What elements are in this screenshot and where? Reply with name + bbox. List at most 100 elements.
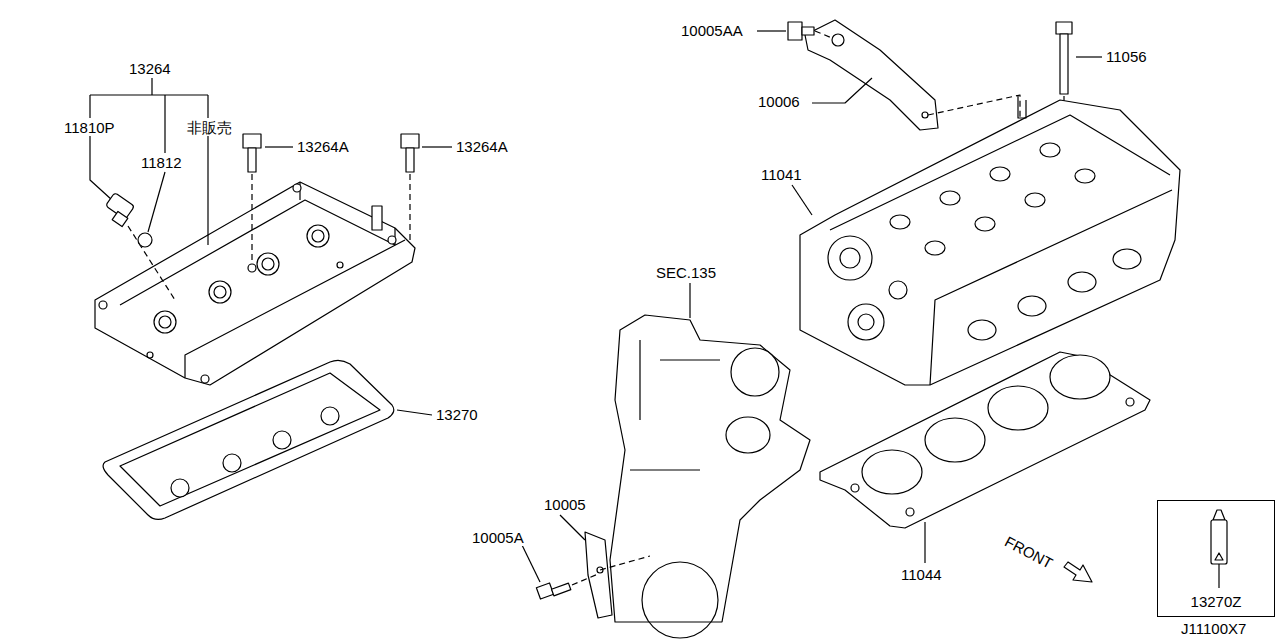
cover-bolt-part bbox=[248, 148, 256, 172]
callout-number: 13270 bbox=[435, 407, 479, 423]
callout-number: 11810P bbox=[63, 120, 116, 136]
bracket-bolt-part bbox=[522, 545, 540, 582]
head-gasket-part bbox=[924, 522, 925, 563]
gasket-sealant-icon-part bbox=[1218, 564, 1219, 588]
head-gasket bbox=[820, 352, 1150, 563]
rear-bracket-part bbox=[600, 556, 650, 570]
cylinder-head-part bbox=[830, 115, 1170, 230]
bracket-bolt-part bbox=[788, 22, 802, 40]
rear-bracket-part bbox=[560, 515, 585, 540]
valve-cover-part bbox=[337, 262, 343, 268]
valve-cover-part bbox=[388, 236, 396, 244]
valve-cover-part bbox=[262, 258, 274, 270]
head-gasket-part bbox=[988, 386, 1048, 430]
cover-gasket-part bbox=[120, 373, 380, 506]
head-bracket-part bbox=[922, 112, 928, 118]
cylinder-head-part bbox=[828, 236, 872, 280]
front-cover-part bbox=[689, 283, 690, 318]
callout-number: 13264 bbox=[128, 61, 172, 77]
head-bracket-part bbox=[832, 34, 844, 46]
cylinder-head-part bbox=[930, 190, 1172, 385]
valve-cover-part bbox=[372, 206, 382, 230]
cover-bolt-part bbox=[409, 174, 410, 240]
cover-bolt-part bbox=[406, 148, 414, 172]
head-gasket-part bbox=[862, 450, 922, 494]
valve-cover-part bbox=[209, 281, 231, 303]
head-gasket-part bbox=[851, 484, 859, 492]
cover-gasket-part bbox=[273, 431, 291, 449]
cover-bolt-part bbox=[243, 134, 261, 148]
bracket-bolt-part bbox=[552, 583, 571, 596]
cover-bolt-part bbox=[401, 134, 419, 148]
gasket-sealant-icon-part bbox=[1215, 553, 1223, 560]
valve-cover-part bbox=[185, 240, 405, 378]
gasket-sealant-icon-part bbox=[1213, 510, 1225, 520]
cover-gasket-part bbox=[103, 360, 394, 519]
cylinder-head-part bbox=[1018, 95, 1026, 118]
valve-cover-part bbox=[99, 301, 107, 309]
pcv-valve bbox=[90, 120, 175, 300]
bracket-bolt bbox=[757, 22, 832, 40]
valve-cover-part bbox=[257, 253, 279, 275]
valve-cover-part bbox=[248, 264, 256, 272]
gasket-sealant-icon-part bbox=[1211, 520, 1227, 564]
callout-number: 10006 bbox=[757, 94, 801, 110]
valve-cover-part bbox=[120, 200, 395, 305]
seal-ring-part bbox=[207, 136, 208, 245]
valve-cover-part bbox=[147, 352, 153, 358]
front-cover-part bbox=[630, 340, 720, 470]
bracket-bolt-part bbox=[815, 31, 832, 38]
callout-number: 11041 bbox=[760, 167, 803, 183]
cylinder-head-part bbox=[1018, 296, 1046, 316]
note-text: 非販売 bbox=[186, 120, 233, 136]
callout-number: 10005AA bbox=[680, 23, 744, 39]
valve-cover-part bbox=[159, 316, 171, 328]
cylinder-head-part bbox=[990, 167, 1010, 181]
valve-cover-part bbox=[312, 230, 324, 242]
cylinder-head-part bbox=[858, 314, 874, 330]
diagram-code: J11100X7 bbox=[1180, 621, 1247, 637]
cylinder-head-part bbox=[800, 100, 1180, 385]
cylinder-head-part bbox=[1075, 169, 1095, 183]
valve-cover-part bbox=[300, 182, 395, 245]
valve-cover-part bbox=[307, 225, 329, 247]
cylinder-head-part bbox=[940, 191, 960, 205]
callout-number: 13264A bbox=[455, 139, 509, 155]
head-gasket-part bbox=[1050, 355, 1110, 399]
cylinder-head-part bbox=[840, 248, 860, 268]
head-bracket-part bbox=[805, 20, 938, 130]
callout-number: 10005A bbox=[471, 530, 525, 546]
callout-number: 10005 bbox=[543, 497, 587, 513]
cylinder-head-part bbox=[1068, 272, 1096, 292]
head-gasket-part bbox=[925, 418, 985, 462]
bracket-bolt bbox=[522, 545, 598, 599]
head-bolt-part bbox=[1060, 34, 1068, 94]
inset-box: 13270Z bbox=[1157, 500, 1275, 617]
seal-ring bbox=[138, 136, 208, 247]
head-bracket bbox=[805, 20, 1020, 130]
front-cover-part bbox=[726, 417, 770, 453]
callout-number: 13264A bbox=[296, 139, 350, 155]
group-bracket bbox=[90, 78, 208, 153]
cover-gasket-part bbox=[223, 454, 241, 472]
cover-bolt-part bbox=[265, 146, 293, 147]
valve-cover-part bbox=[95, 182, 415, 385]
seal-ring-part bbox=[138, 233, 152, 247]
head-gasket-part bbox=[906, 508, 914, 516]
valve-cover-part bbox=[214, 286, 226, 298]
cylinder-head-part bbox=[1040, 143, 1060, 157]
cylinder-head-part bbox=[925, 241, 945, 255]
seal-ring-part bbox=[148, 172, 165, 232]
callout-number: 13270Z bbox=[1190, 594, 1243, 610]
front-cover-part bbox=[642, 562, 718, 638]
head-gasket-part bbox=[820, 352, 1150, 528]
bracket-bolt-part bbox=[536, 583, 553, 599]
head-bolt-part bbox=[1076, 56, 1102, 57]
head-bracket-part bbox=[812, 78, 872, 103]
cylinder-head bbox=[792, 95, 1180, 385]
callout-number: 11044 bbox=[900, 567, 943, 583]
valve-cover-part bbox=[201, 375, 209, 383]
valve-cover-part bbox=[154, 311, 176, 333]
